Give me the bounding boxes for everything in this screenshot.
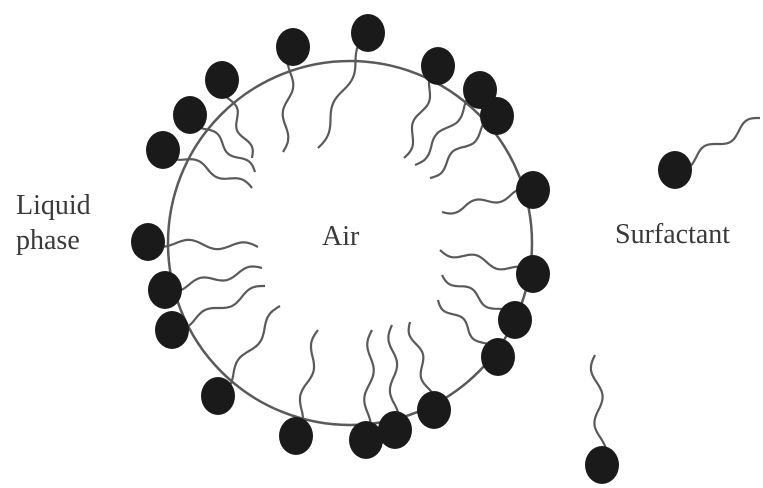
surfactant-molecule — [318, 14, 385, 148]
hydrophilic-head — [463, 71, 497, 109]
hydrophilic-head — [421, 47, 455, 85]
hydrophilic-head — [417, 391, 451, 429]
hydrophilic-head — [155, 311, 189, 349]
hydrophilic-head — [173, 96, 207, 134]
surfactant-molecule — [378, 325, 412, 449]
surfactant-molecule — [205, 61, 253, 158]
free-surfactant-molecule — [658, 118, 760, 189]
surfactant-molecule — [148, 267, 262, 310]
hydrophilic-head — [349, 421, 383, 459]
surfactant-molecule — [442, 275, 532, 339]
free-surfactants — [585, 118, 760, 484]
surfactant-molecule — [404, 47, 455, 158]
hydrophilic-head — [131, 223, 165, 261]
hydrophilic-head — [148, 271, 182, 309]
surfactant-label: Surfactant — [615, 217, 730, 252]
hydrophilic-head — [201, 377, 235, 415]
surfactant-molecule — [442, 171, 550, 214]
surfactant-molecule — [349, 330, 383, 459]
surfactant-molecule — [131, 223, 258, 261]
hydrophilic-head — [516, 171, 550, 209]
hydrophilic-head — [516, 255, 550, 293]
surfactant-molecule — [276, 28, 310, 152]
hydrophilic-head — [279, 417, 313, 455]
hydrophilic-head — [658, 151, 692, 189]
hydrophilic-head — [146, 131, 180, 169]
surfactant-molecule — [279, 330, 318, 455]
surfactant-molecule — [201, 306, 280, 415]
hydrophobic-tail — [318, 33, 368, 148]
hydrophilic-head — [481, 338, 515, 376]
liquid-phase-label: Liquid phase — [16, 188, 91, 258]
hydrophilic-head — [276, 28, 310, 66]
hydrophilic-head — [585, 446, 619, 484]
liquid-phase-label-line2: phase — [16, 223, 91, 258]
hydrophilic-head — [351, 14, 385, 52]
hydrophilic-head — [498, 301, 532, 339]
liquid-phase-label-line1: Liquid — [16, 188, 91, 223]
hydrophilic-head — [205, 61, 239, 99]
hydrophilic-head — [378, 411, 412, 449]
free-surfactant-molecule — [585, 355, 619, 484]
air-label: Air — [322, 219, 359, 254]
